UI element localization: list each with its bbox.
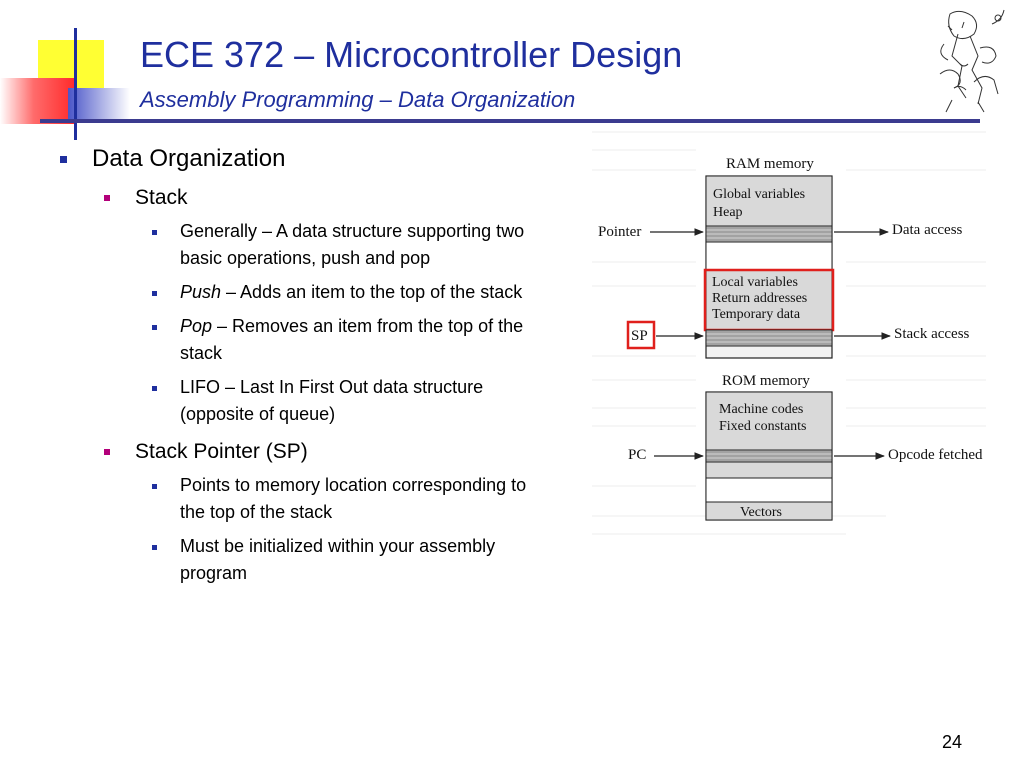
bullet-stack-push: Push – Adds an item to the top of the st… [152,279,530,306]
bullet-marker [152,545,157,550]
rom-line-fixed-constants: Fixed constants [719,419,807,434]
bullet-marker [152,230,157,235]
bullet-stack-lifo: LIFO – Last In First Out data structure … [152,374,530,428]
bullet-stack-generally: Generally – A data structure supporting … [152,218,530,272]
bullet-sp-initialized: Must be initialized within your assembly… [152,533,530,587]
ram-line-local-variables: Local variables [712,275,798,290]
bullet-text: – Adds an item to the top of the stack [221,282,523,302]
ram-memory-title: RAM memory [726,156,814,172]
bullet-text: Points to memory location corresponding … [180,475,527,522]
bullet-marker [152,325,157,330]
pointer-label: Pointer [598,224,641,240]
bullet-marker [152,484,157,489]
bullet-text: Must be initialized within your assembly… [180,536,496,583]
ram-line-return-addresses: Return addresses [712,291,807,306]
bullet-marker [152,291,157,296]
bullet-term: Pop [180,316,213,336]
bullet-text: Stack [135,186,188,209]
sketch-illustration [939,9,1005,113]
ram-line-heap: Heap [713,205,743,220]
title-divider [40,119,980,123]
bullet-marker [104,449,110,455]
bullet-text: Stack Pointer (SP) [135,440,308,463]
rom-vectors-label: Vectors [740,505,782,520]
bullet-text: LIFO – Last In First Out data structure … [180,377,484,424]
bullet-stack-pop: Pop – Removes an item from the top of th… [152,313,530,367]
bullet-text: Data Organization [92,145,286,172]
rom-line-machine-codes: Machine codes [719,402,803,417]
bullet-data-organization: Data Organization [60,144,530,174]
bullet-sp-points: Points to memory location corresponding … [152,472,530,526]
bullet-term: Push [180,282,222,302]
data-access-label: Data access [892,222,963,238]
bullet-marker [152,386,157,391]
bullet-marker [60,156,67,163]
memory-diagram: RAM memory Global variables Heap Local v… [592,131,986,535]
rom-memory-title: ROM memory [722,373,810,389]
sp-highlight [626,320,656,350]
slide-title: ECE 372 – Microcontroller Design [140,34,683,75]
bullet-text: – Removes an item from the top of the st… [180,316,524,363]
page-number: 24 [941,732,962,752]
bullet-text: Generally – A data structure supporting … [180,221,525,268]
stack-access-label: Stack access [894,326,970,342]
pc-label: PC [628,447,646,463]
slide-subtitle: Assembly Programming – Data Organization [140,87,576,112]
ram-line-temporary-data: Temporary data [712,307,801,322]
bullet-content: Data Organization Stack Generally – A da… [60,144,530,587]
opcode-fetched-label: Opcode fetched [888,447,983,463]
bullet-marker [104,195,110,201]
ram-line-global-variables: Global variables [713,187,805,202]
bullet-stack-pointer: Stack Pointer (SP) [104,439,530,465]
bullet-stack: Stack [104,185,530,211]
corner-decoration [0,0,140,145]
sp-label: SP [631,328,648,344]
